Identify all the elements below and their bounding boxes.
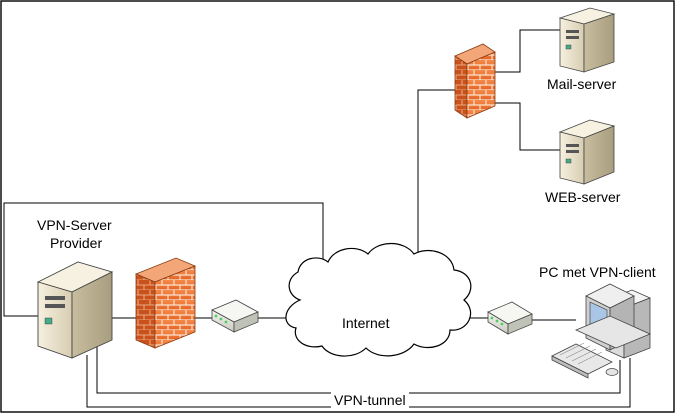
pc-client-label: PC met VPN-client xyxy=(539,264,656,280)
line-vpnserver-outer-loop xyxy=(3,202,324,317)
line-internet-to-firewall-top xyxy=(417,89,455,260)
modem-left-icon xyxy=(211,299,259,333)
modem-right-icon xyxy=(487,301,533,335)
pc-client-icon xyxy=(551,283,652,379)
line-firewall-to-webserver xyxy=(495,102,560,151)
mail-server-icon xyxy=(558,7,616,73)
vpn-server-label-line1: VPN-Server xyxy=(37,217,112,233)
line-firewall-to-mailserver xyxy=(495,29,560,73)
vpn-server-icon xyxy=(36,261,114,359)
firewall-top-icon xyxy=(454,43,496,119)
web-server-icon xyxy=(558,119,616,185)
vpn-server-label-line2: Provider xyxy=(50,235,103,251)
vpn-tunnel-label: VPN-tunnel xyxy=(331,392,409,409)
internet-cloud-icon xyxy=(285,242,472,357)
web-server-label: WEB-server xyxy=(545,189,621,205)
firewall-main-icon xyxy=(134,257,197,349)
mail-server-label: Mail-server xyxy=(547,76,617,92)
internet-label: Internet xyxy=(342,315,390,331)
